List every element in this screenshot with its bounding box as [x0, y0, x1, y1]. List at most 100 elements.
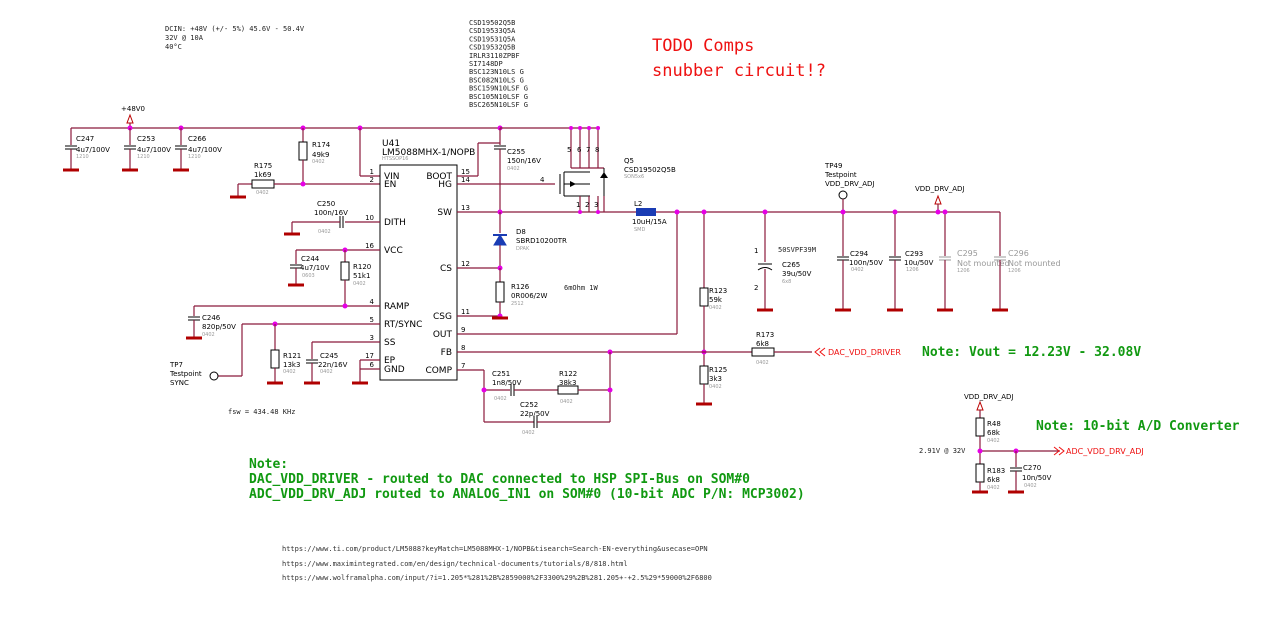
testpoint-icon — [838, 190, 848, 200]
ic-pin-number: 5 — [370, 316, 374, 324]
cap-c266: C266 4u7/100V 1210 — [173, 128, 222, 172]
svg-text:Testpoint: Testpoint — [824, 171, 857, 179]
cap-c246: C246 820p/50V 0402 — [186, 303, 380, 340]
rail-vdd-drv-adj: VDD_DRV_ADJ — [915, 185, 964, 215]
svg-text:C253: C253 — [137, 135, 155, 143]
svg-text:0402: 0402 — [494, 396, 507, 402]
svg-text:R126: R126 — [511, 283, 530, 291]
ic-pin-name: BOOT — [426, 172, 452, 182]
svg-text:C255: C255 — [507, 148, 525, 156]
note-line-1: DAC_VDD_DRIVER - routed to DAC connected… — [249, 472, 750, 487]
svg-text:68k: 68k — [987, 429, 1001, 437]
svg-text:5: 5 — [567, 146, 571, 154]
ic-pin-name: SW — [437, 208, 452, 218]
svg-text:6: 6 — [577, 146, 582, 154]
cap-c255: C255 150n/16V 0402 — [457, 128, 541, 212]
ic-pin-number: 17 — [365, 352, 374, 360]
ic-pin-name: HG — [438, 180, 452, 190]
svg-text:10uH/15A: 10uH/15A — [632, 218, 667, 226]
svg-text:22n/16V: 22n/16V — [318, 361, 348, 369]
diode-d8: D8 SBRD10200TR DPAK — [493, 212, 567, 268]
svg-text:Q5: Q5 — [624, 157, 634, 165]
svg-text:C251: C251 — [492, 370, 510, 378]
svg-text:SON5x6: SON5x6 — [624, 174, 644, 180]
svg-text:1k69: 1k69 — [254, 171, 271, 179]
todo-note-2: snubber circuit!? — [652, 61, 826, 81]
dcin-note-1: DCIN: +48V (+/- 5%) 45.6V - 50.4V — [165, 25, 305, 33]
svg-text:10u/50V: 10u/50V — [904, 259, 934, 267]
svg-text:C245: C245 — [320, 352, 338, 360]
power-arrow-icon — [934, 194, 942, 205]
link-ti[interactable]: https://www.ti.com/product/LM5088?keyMat… — [282, 545, 708, 553]
svg-text:10n/50V: 10n/50V — [1022, 474, 1052, 482]
link-maxim[interactable]: https://www.maximintegrated.com/en/desig… — [282, 560, 628, 568]
svg-text:1n8/50V: 1n8/50V — [492, 379, 522, 387]
fsw-note: fsw = 434.48 KHz — [228, 408, 295, 416]
svg-text:C270: C270 — [1023, 464, 1041, 472]
ic-pin-name: VCC — [384, 246, 403, 256]
mosfet-option: BSC265N10LSF G — [469, 101, 528, 109]
svg-text:R125: R125 — [709, 366, 727, 374]
svg-text:0402: 0402 — [353, 281, 366, 287]
svg-text:0402: 0402 — [202, 332, 215, 338]
svg-text:39u/50V: 39u/50V — [782, 270, 812, 278]
svg-text:C246: C246 — [202, 314, 221, 322]
svg-text:0402: 0402 — [709, 305, 722, 311]
svg-text:100n/16V: 100n/16V — [314, 209, 348, 217]
svg-text:D8: D8 — [516, 228, 526, 236]
resistor-r173: R173 6k8 0402 — [751, 331, 812, 366]
cap-c250: C250 100n/16V 0402 — [284, 200, 380, 236]
dac-signal-port: DAC_VDD_DRIVER — [814, 347, 901, 357]
svg-text:820p/50V: 820p/50V — [202, 323, 236, 331]
note-title: Note: — [249, 457, 288, 472]
svg-text:0402: 0402 — [312, 159, 325, 165]
ic-pin-name: SS — [384, 338, 396, 348]
port-arrow-icon — [1053, 446, 1065, 456]
port-arrow-icon — [814, 347, 826, 357]
svg-text:50SVPF39M: 50SVPF39M — [778, 246, 816, 254]
svg-text:R122: R122 — [559, 370, 577, 378]
svg-text:51k1: 51k1 — [353, 272, 370, 280]
svg-text:0402: 0402 — [987, 438, 1000, 444]
svg-text:R175: R175 — [254, 162, 272, 170]
svg-text:C252: C252 — [520, 401, 538, 409]
ic-pin-number: 6 — [370, 361, 375, 369]
link-wolfram[interactable]: https://www.wolframalpha.com/input/?i=1.… — [282, 574, 712, 582]
todo-note-1: TODO Comps — [652, 36, 754, 56]
svg-text:CSD19502Q5B: CSD19502Q5B — [624, 166, 676, 174]
cap-c245: C245 22n/16V 0402 — [304, 341, 380, 385]
svg-text:C247: C247 — [76, 135, 94, 143]
ic-pin-name: DITH — [384, 218, 406, 228]
svg-text:49k9: 49k9 — [312, 151, 329, 159]
ic-pin-number: 4 — [370, 298, 375, 306]
ic-pin-number: 2 — [370, 176, 374, 184]
svg-text:1210: 1210 — [137, 154, 150, 160]
svg-text:VDD_DRV_ADJ: VDD_DRV_ADJ — [825, 180, 874, 188]
svg-text:TP49: TP49 — [824, 162, 842, 170]
svg-text:L2: L2 — [634, 200, 642, 208]
ic-pin-name: EP — [384, 356, 396, 366]
svg-text:Not mounted: Not mounted — [1008, 259, 1061, 268]
ic-pin-name: OUT — [433, 330, 453, 340]
svg-text:150n/16V: 150n/16V — [507, 157, 541, 165]
svg-text:0402: 0402 — [320, 369, 333, 375]
svg-text:2: 2 — [585, 201, 589, 209]
ic-pin-number: 11 — [461, 308, 470, 316]
svg-text:4: 4 — [540, 176, 545, 184]
ic-pin-name: GND — [384, 365, 405, 375]
svg-text:3: 3 — [594, 201, 598, 209]
ic-pin-number: 3 — [370, 334, 374, 342]
svg-text:0402: 0402 — [851, 267, 864, 273]
ic-pin-name: VIN — [384, 172, 400, 182]
svg-text:13k3: 13k3 — [283, 361, 300, 369]
compensation-network: C251 1n8/50V 0402 R122 38k3 0402 C252 22… — [457, 352, 613, 436]
svg-text:VDD_DRV_ADJ: VDD_DRV_ADJ — [915, 185, 964, 193]
svg-text:7: 7 — [586, 146, 590, 154]
svg-text:0402: 0402 — [987, 485, 1000, 491]
mosfet-option: CSD19533Q5A — [469, 27, 516, 35]
svg-text:1: 1 — [754, 247, 758, 255]
svg-text:DAC_VDD_DRIVER: DAC_VDD_DRIVER — [828, 348, 901, 357]
ic-ref: U41 — [382, 139, 400, 149]
svg-text:R183: R183 — [987, 467, 1005, 475]
tp7-ref: TP7 — [169, 361, 183, 369]
